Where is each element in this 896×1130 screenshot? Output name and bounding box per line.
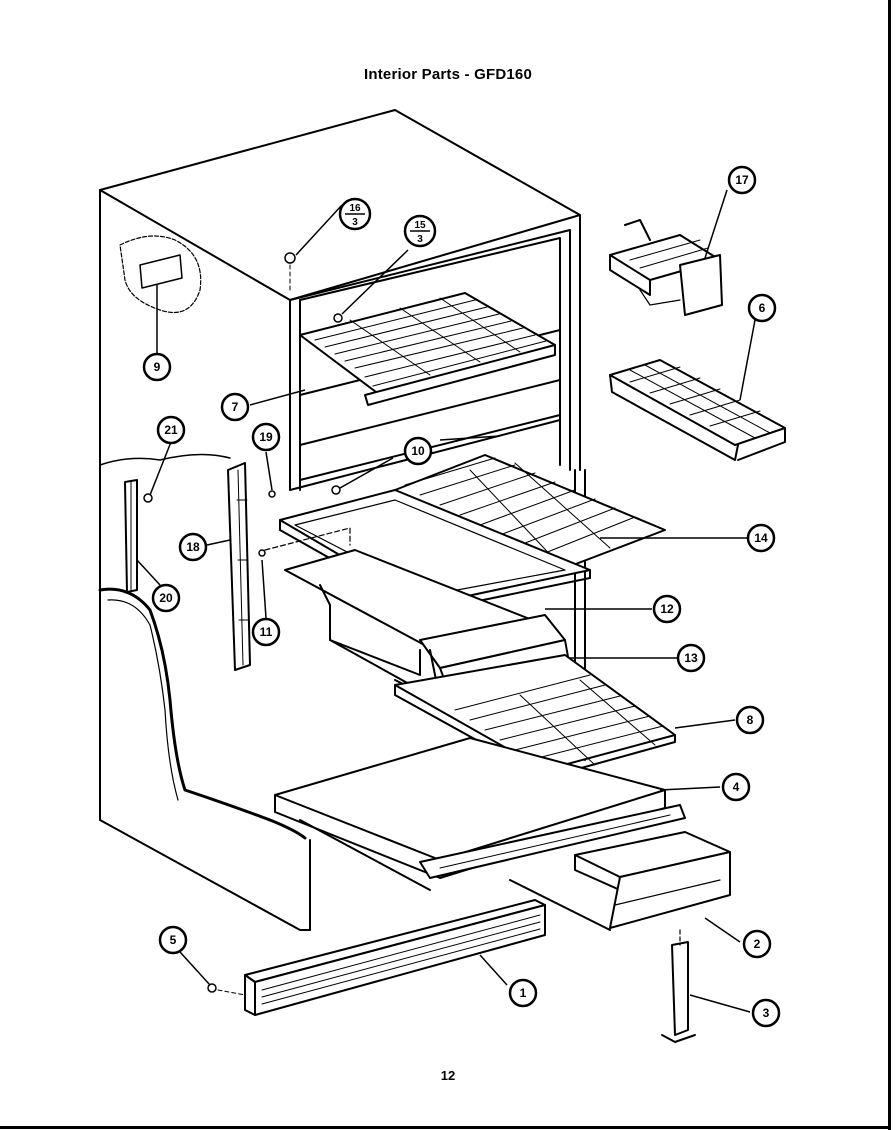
callout-label: 5 — [170, 933, 177, 947]
ice-cube-tray — [609, 359, 786, 461]
fraction-bottom: 3 — [417, 234, 423, 245]
fraction-callout-16: 163 — [338, 197, 372, 231]
callout-circle — [721, 772, 751, 802]
callout-circle — [220, 392, 250, 422]
cabinet-shell — [98, 109, 581, 931]
callout-circle — [735, 705, 765, 735]
right-border-line — [888, 0, 891, 1130]
callout-5: 5 — [158, 925, 188, 955]
callout-label: 12 — [660, 602, 674, 616]
callout-circle — [652, 594, 682, 624]
callout-circle — [251, 617, 281, 647]
callout-circle — [142, 352, 172, 382]
callout-label: 13 — [684, 651, 698, 665]
callout-circle — [747, 293, 777, 323]
small-hardware — [143, 252, 343, 996]
callout-circle — [158, 925, 188, 955]
callout-10: 10 — [403, 436, 433, 466]
callout-label: 19 — [259, 430, 273, 444]
callout-circle — [151, 583, 181, 613]
callout-label: 4 — [733, 780, 740, 794]
callout-circle — [751, 998, 781, 1028]
callout-label: 2 — [754, 937, 761, 951]
fraction-top: 16 — [349, 203, 361, 214]
callout-circle — [156, 415, 186, 445]
callout-20: 20 — [151, 583, 181, 613]
ice-maker — [609, 219, 723, 316]
callout-6: 6 — [747, 293, 777, 323]
fraction-callout-15: 153 — [403, 214, 437, 248]
callout-19: 19 — [251, 422, 281, 452]
callout-label: 17 — [735, 173, 749, 187]
callout-label: 9 — [154, 360, 161, 374]
callout-label: 11 — [260, 625, 273, 639]
callout-18: 18 — [178, 532, 208, 562]
callout-label: 3 — [763, 1006, 770, 1020]
callout-circle — [403, 436, 433, 466]
callout-label: 18 — [186, 540, 200, 554]
page-number: 12 — [440, 1068, 456, 1083]
leader-lines — [136, 189, 756, 1013]
callout-9: 9 — [142, 352, 172, 382]
callout-label: 14 — [754, 531, 768, 545]
callout-13: 13 — [676, 643, 706, 673]
mullion-divider — [227, 462, 251, 671]
callout-circle — [178, 532, 208, 562]
bottom-border-line — [0, 1126, 891, 1129]
callout-circle — [508, 978, 538, 1008]
callout-label: 8 — [747, 713, 754, 727]
callout-3: 3 — [751, 998, 781, 1028]
callout-label: 6 — [759, 301, 766, 315]
callout-7: 7 — [220, 392, 250, 422]
toe-grille — [244, 899, 546, 1016]
diagram-title: Interior Parts - GFD160 — [364, 66, 532, 83]
callout-4: 4 — [721, 772, 751, 802]
callout-label: 10 — [411, 444, 425, 458]
fraction-bottom: 3 — [352, 217, 358, 228]
callout-label: 1 — [520, 986, 527, 1000]
callout-12: 12 — [652, 594, 682, 624]
callout-label: 21 — [164, 423, 178, 437]
callout-circle — [742, 929, 772, 959]
callout-8: 8 — [735, 705, 765, 735]
leveling-leg — [661, 929, 696, 1043]
meat-drawer — [509, 831, 731, 931]
gasket-strip — [124, 479, 138, 593]
callout-17: 17 — [727, 165, 757, 195]
callout-1: 1 — [508, 978, 538, 1008]
freezer-wire-shelf — [299, 292, 556, 406]
callout-circle — [727, 165, 757, 195]
callout-14: 14 — [746, 523, 776, 553]
callout-label: 20 — [159, 591, 173, 605]
callout-11: 11 — [251, 617, 281, 647]
callout-2: 2 — [742, 929, 772, 959]
callout-circle — [746, 523, 776, 553]
callout-21: 21 — [156, 415, 186, 445]
fraction-top: 15 — [414, 220, 426, 231]
callout-circle — [251, 422, 281, 452]
callout-label: 7 — [232, 400, 239, 414]
callout-circle — [676, 643, 706, 673]
